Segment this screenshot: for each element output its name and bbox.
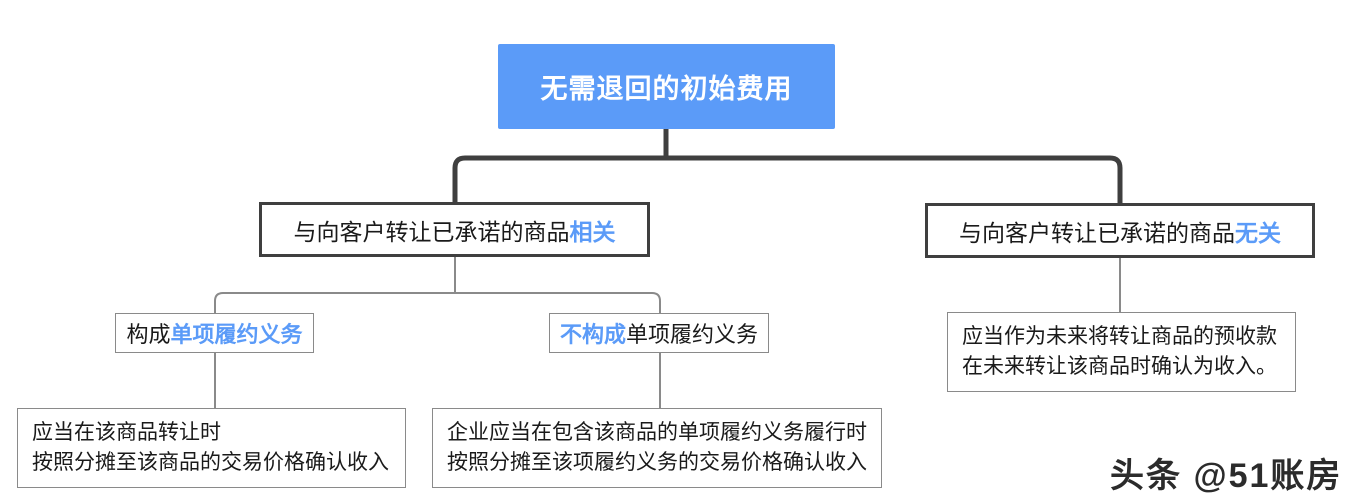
sub-branch-a-highlight: 单项履约义务 [170, 322, 303, 347]
branch-related-text: 与向客户转让已承诺的商品 [293, 218, 570, 245]
outcome-obligation-performed-line2: 按照分摊至该项履约义务的交易价格确认收入 [447, 450, 867, 474]
connector-left-branch-split [214, 292, 661, 313]
root-node-label: 无需退回的初始费用 [540, 74, 793, 104]
sub-branch-a-lead: 构成 [126, 322, 171, 347]
branch-unrelated-text: 与向客户转让已承诺的商品 [959, 219, 1235, 246]
branch-node-unrelated[interactable]: 与向客户转让已承诺的商品无关 [925, 203, 1315, 258]
connector-root-split [452, 155, 1123, 203]
outcome-goods-transfer-line2: 按照分摊至该商品的交易价格确认收入 [32, 450, 389, 474]
branch-node-related[interactable]: 与向客户转让已承诺的商品相关 [259, 202, 650, 257]
outcome-advance-receipt-line2: 在未来转让该商品时确认为收入。 [962, 354, 1277, 378]
branch-unrelated-highlight: 无关 [1235, 219, 1281, 246]
outcome-node-advance-receipt[interactable]: 应当作为未来将转让商品的预收款 在未来转让该商品时确认为收入。 [947, 312, 1296, 392]
sub-branch-b-highlight: 不构成 [559, 322, 626, 347]
outcome-goods-transfer-line1: 应当在该商品转让时 [32, 421, 221, 444]
sub-branch-b-lead: 单项履约义务 [626, 322, 759, 347]
outcome-obligation-performed-line1: 企业应当在包含该商品的单项履约义务履行时 [447, 421, 867, 444]
outcome-advance-receipt-line1: 应当作为未来将转让商品的预收款 [962, 325, 1277, 348]
outcome-node-goods-transfer[interactable]: 应当在该商品转让时 按照分摊至该商品的交易价格确认收入 [17, 408, 406, 488]
branch-related-highlight: 相关 [569, 218, 616, 245]
sub-branch-node-not-performance-obligation[interactable]: 不构成单项履约义务 [549, 313, 769, 353]
watermark: 头条 @51账房 [1110, 457, 1343, 495]
outcome-node-obligation-performed[interactable]: 企业应当在包含该商品的单项履约义务履行时 按照分摊至该项履约义务的交易价格确认收… [432, 408, 882, 488]
root-node-initial-fee[interactable]: 无需退回的初始费用 [498, 44, 835, 129]
sub-branch-node-is-performance-obligation[interactable]: 构成单项履约义务 [115, 313, 314, 353]
